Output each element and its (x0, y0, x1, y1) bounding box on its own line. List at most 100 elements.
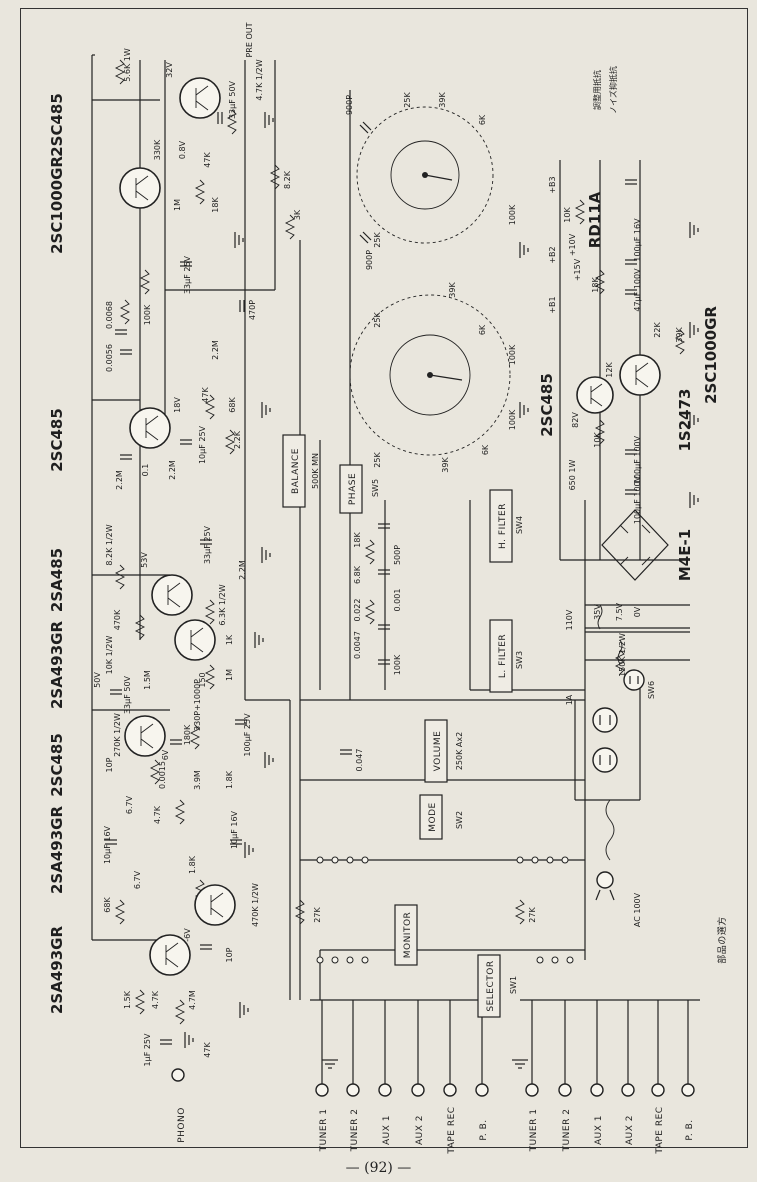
svg-text:0V: 0V (633, 606, 642, 617)
control-box-volume: VOLUME 250K Ax2 (424, 719, 464, 783)
svg-text:150: 150 (198, 672, 207, 687)
svg-text:18V: 18V (173, 397, 182, 413)
svg-text:AUX 1: AUX 1 (594, 1115, 604, 1145)
svg-text:6V: 6V (161, 749, 170, 760)
parts-heading: 部品の選方 (716, 916, 728, 964)
svg-text:4.7K: 4.7K (151, 990, 160, 1009)
mode-box-label: MODE (428, 802, 438, 831)
legend-noise: ノイズ抑抵抗 (608, 66, 618, 114)
svg-text:330K: 330K (153, 139, 162, 160)
svg-text:4.7K: 4.7K (153, 805, 162, 824)
svg-text:27K: 27K (313, 907, 322, 923)
svg-text:39K: 39K (441, 457, 450, 473)
svg-text:0.0015: 0.0015 (158, 761, 167, 789)
transistor-q3 (124, 715, 166, 757)
svg-text:25K: 25K (373, 232, 382, 248)
l-filter-box-label: L. FILTER (498, 634, 508, 678)
svg-text:1.5M: 1.5M (143, 670, 152, 690)
svg-text:100μF 100V: 100μF 100V (633, 435, 642, 484)
svg-text:18K: 18K (591, 277, 600, 293)
q5-label: 2SA485 (48, 548, 66, 612)
phase-box-label: PHASE (348, 473, 358, 505)
svg-text:6.7V: 6.7V (133, 870, 142, 889)
svg-text:10P: 10P (105, 757, 114, 772)
svg-text:TUNER 1: TUNER 1 (319, 1109, 329, 1153)
q2-label: 2SA493GR (48, 806, 66, 894)
svg-text:SW2: SW2 (455, 811, 464, 829)
svg-text:1μF 25V: 1μF 25V (143, 1033, 152, 1067)
svg-text:10K 1/2W: 10K 1/2W (105, 636, 114, 675)
control-box-monitor: MONITOR (394, 904, 418, 966)
svg-text:4.7M: 4.7M (188, 990, 197, 1010)
q9-label: 2SC485 (48, 93, 66, 157)
svg-text:33μF 25V: 33μF 25V (183, 255, 192, 294)
transistor-q1 (149, 934, 191, 976)
svg-text:10μF 16V: 10μF 16V (103, 825, 112, 864)
voltage-labels: 32V 0.8V +15V +10V 6V -6V 18V 6.7V 50V 5… (93, 62, 582, 942)
svg-text:0.8V: 0.8V (178, 140, 187, 159)
transistor-q6 (129, 407, 171, 449)
svg-text:47K: 47K (203, 1042, 212, 1058)
bridge-label: M4E-1 (676, 529, 694, 581)
svg-text:47K: 47K (201, 387, 210, 403)
svg-text:0.022: 0.022 (353, 599, 362, 622)
transistor-q8 (576, 376, 614, 414)
svg-text:500P: 500P (393, 545, 402, 565)
svg-text:SW3: SW3 (515, 651, 524, 669)
legend-adjust: 調整用抵抗 (592, 70, 602, 110)
svg-text:SW6: SW6 (647, 681, 656, 699)
svg-text:P. B.: P. B. (479, 1119, 489, 1140)
transistor-q10 (619, 354, 661, 396)
svg-text:82V: 82V (571, 412, 580, 428)
transistor-q4 (174, 619, 216, 661)
bridge-rectifier (601, 509, 669, 581)
switch-contacts (316, 856, 574, 964)
power-labels: PRE OUT AC 100V 1A 110V 35V 7.5V 0V +B1 … (245, 22, 642, 927)
svg-text:68K: 68K (103, 897, 112, 913)
q7-label: 2SC1000GR (48, 156, 66, 254)
d2-label: 1S2473 (676, 389, 694, 452)
svg-text:330P+1000P: 330P+1000P (193, 679, 202, 731)
svg-text:25K: 25K (403, 92, 412, 108)
svg-text:100K: 100K (508, 344, 517, 365)
transistor-q2 (194, 884, 236, 926)
svg-text:47μF 100V: 47μF 100V (633, 268, 642, 312)
balance-box-value: 500K MN (311, 453, 320, 489)
volume-box-label: VOLUME (433, 731, 443, 772)
svg-text:100K: 100K (508, 409, 517, 430)
control-box-h-filter: H. FILTER (489, 489, 513, 563)
power-transformer (585, 604, 690, 665)
svg-text:0.001: 0.001 (393, 589, 402, 612)
svg-text:TUNER 2: TUNER 2 (562, 1109, 572, 1153)
svg-text:470K: 470K (113, 609, 122, 630)
svg-text:100K: 100K (508, 204, 517, 225)
svg-text:AUX 1: AUX 1 (382, 1115, 392, 1145)
svg-text:32V: 32V (165, 62, 174, 78)
ground-symbols (184, 112, 699, 1069)
svg-text:100μF 100V: 100μF 100V (633, 475, 642, 524)
svg-text:5.6K 1W: 5.6K 1W (123, 48, 132, 82)
svg-text:1M: 1M (225, 669, 234, 681)
svg-text:10K: 10K (563, 207, 572, 223)
svg-text:6K: 6K (478, 324, 487, 335)
svg-text:50V: 50V (93, 672, 102, 688)
svg-text:33μF 50V: 33μF 50V (123, 675, 132, 714)
svg-text:1.8K: 1.8K (188, 855, 197, 874)
input-jacks-right (310, 999, 700, 1097)
control-box-l-filter: L. FILTER (489, 619, 513, 693)
svg-text:47K: 47K (203, 152, 212, 168)
svg-text:39K: 39K (438, 92, 447, 108)
svg-text:110V: 110V (565, 609, 574, 630)
svg-text:100μF 16V: 100μF 16V (633, 218, 642, 262)
svg-text:+15V: +15V (573, 258, 582, 281)
svg-text:SW4: SW4 (515, 516, 524, 534)
svg-text:2.2M: 2.2M (168, 460, 177, 480)
control-box-balance: BALANCE 500K MN (282, 434, 320, 508)
q10-label: 2SC1000GR (702, 306, 720, 404)
svg-text:150K 1/2W: 150K 1/2W (618, 633, 627, 677)
svg-text:10μF 25V: 10μF 25V (198, 425, 207, 464)
svg-text:2.2M: 2.2M (211, 340, 220, 360)
q3-label: 2SC485 (48, 733, 66, 797)
svg-text:470P: 470P (248, 300, 257, 320)
svg-text:P. B.: P. B. (685, 1119, 695, 1140)
